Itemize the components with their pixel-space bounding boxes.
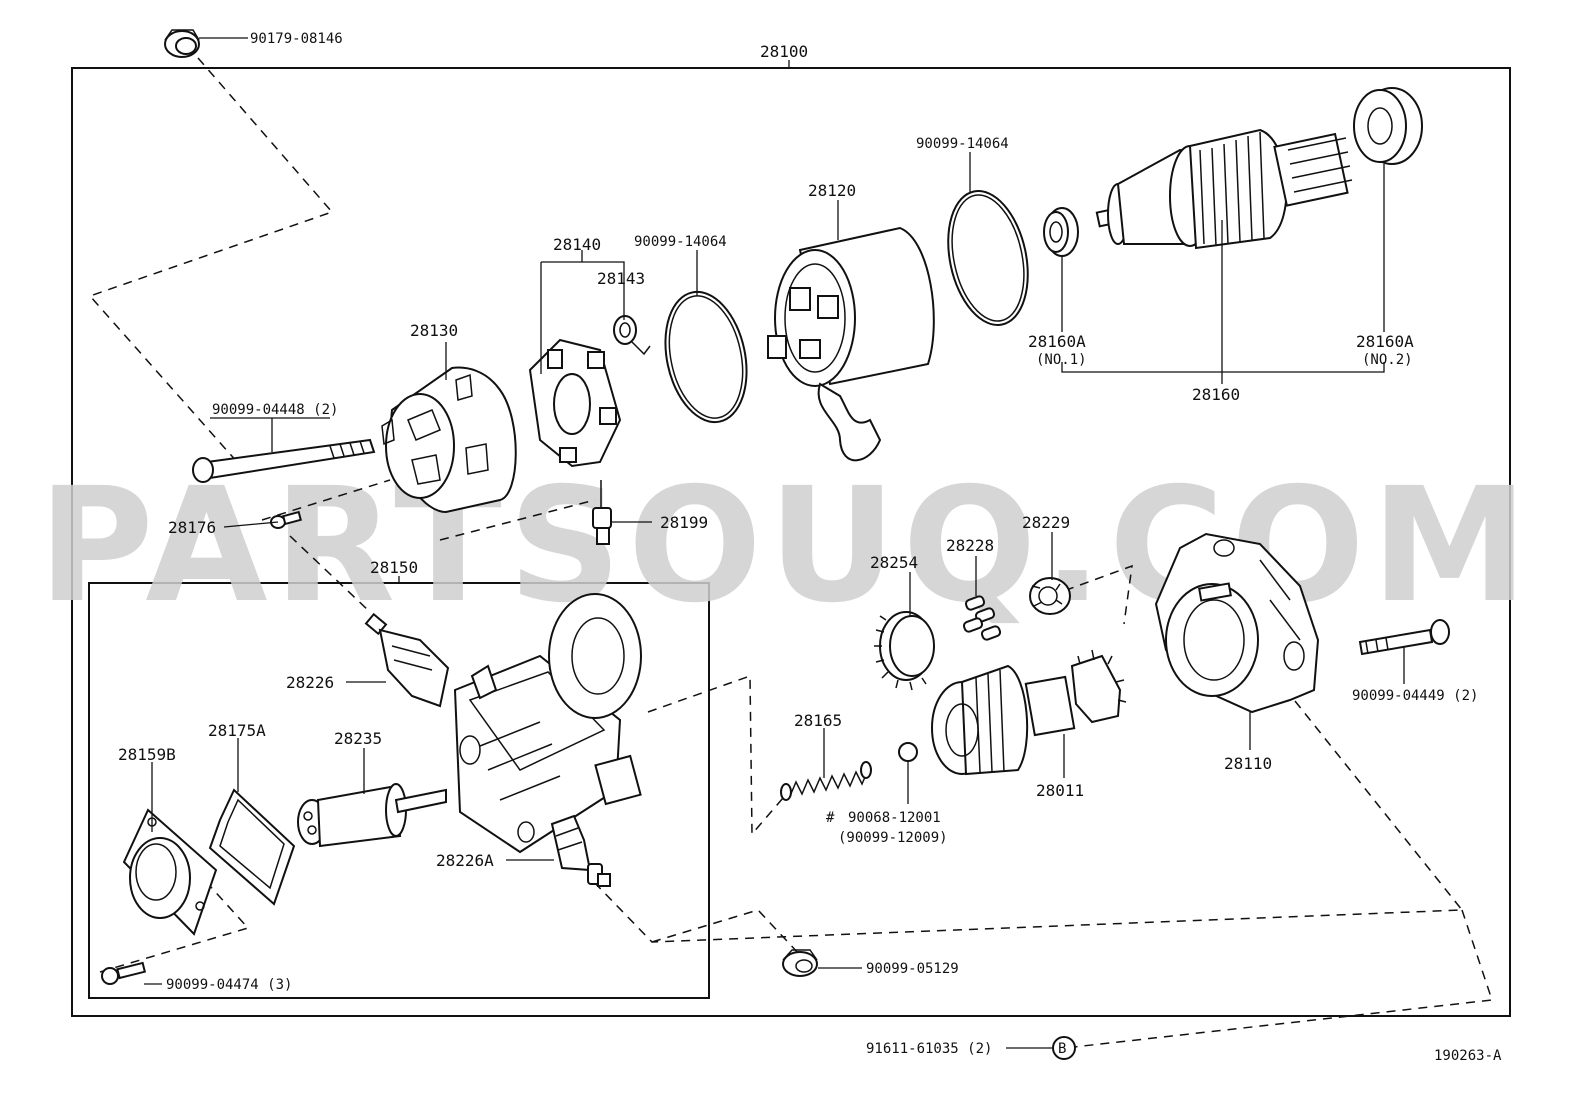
label-28226: 28226 <box>286 673 334 692</box>
label-28160: 28160 <box>1192 385 1240 404</box>
label-subassembly-28150: 28150 <box>370 558 418 577</box>
screw-90099-04474-icon <box>101 961 147 985</box>
marker-b-circle <box>1052 1036 1076 1060</box>
label-28175A: 28175A <box>208 721 266 740</box>
label-28165: 28165 <box>794 711 842 730</box>
assembly-frame <box>71 67 1511 1017</box>
nut-90099-05129-icon <box>782 949 818 977</box>
cover-28159B-icon <box>122 808 218 936</box>
label-28159B: 28159B <box>118 745 176 764</box>
label-28160A-no2: 28160A <box>1356 332 1414 351</box>
brush-holder-28140-icon <box>528 338 622 468</box>
label-28143: 28143 <box>597 269 645 288</box>
drive-housing-28110-icon <box>1154 532 1320 714</box>
label-28229: 28229 <box>1022 513 1070 532</box>
idler-gear-28254-icon <box>874 611 935 691</box>
bearing-no2-icon <box>1353 87 1423 165</box>
bearing-no1-icon <box>1043 207 1079 257</box>
magnetic-switch-28150-icon <box>453 593 642 854</box>
label-28110: 28110 <box>1224 754 1272 773</box>
label-28235: 28235 <box>334 729 382 748</box>
illustration-code: 190263-A <box>1434 1048 1502 1064</box>
label-28199: 28199 <box>660 513 708 532</box>
label-28228: 28228 <box>946 536 994 555</box>
gasket-28175A-icon <box>208 788 296 906</box>
armature-28160-icon <box>1095 128 1353 250</box>
terminal-28226-icon <box>364 612 450 708</box>
steel-ball-icon <box>898 742 918 762</box>
label-90099-05129: 90099-05129 <box>866 961 959 977</box>
label-90099-04449: 90099-04449 (2) <box>1352 688 1478 704</box>
terminal-28226A-icon <box>550 814 611 887</box>
o-ring-b-icon <box>947 190 1029 326</box>
label-28176: 28176 <box>168 518 216 537</box>
label-90099-14064-b: 90099-14064 <box>916 136 1009 152</box>
label-28160A-no1-sub: (NO.1) <box>1036 352 1087 368</box>
through-bolt-icon <box>192 438 376 483</box>
label-91611-61035: 91611-61035 (2) <box>866 1041 992 1057</box>
label-28254: 28254 <box>870 553 918 572</box>
bolt-90099-04449-icon <box>1358 619 1450 656</box>
yoke-28120-icon <box>767 226 935 462</box>
label-90099-04448: 90099-04448 (2) <box>212 402 338 418</box>
starter-clutch-28011-icon <box>931 649 1127 776</box>
lead-clip-28199-icon <box>592 480 612 545</box>
label-28130: 28130 <box>410 321 458 340</box>
label-90099-04474: 90099-04474 (3) <box>166 977 292 993</box>
leader-lines <box>144 37 1405 1049</box>
label-28140: 28140 <box>553 235 601 254</box>
label-assembly-28100: 28100 <box>760 42 808 61</box>
label-28226A: 28226A <box>436 851 494 870</box>
plunger-28235-icon <box>297 783 447 848</box>
label-90099-12009: (90099-12009) <box>838 830 948 846</box>
dashed-guide-lines <box>88 57 1494 1049</box>
watermark: PARTSOUQ.COM <box>38 454 1534 638</box>
label-90099-14064-a: 90099-14064 <box>634 234 727 250</box>
label-28160A-no1: 28160A <box>1028 332 1086 351</box>
o-ring-a-icon <box>664 290 748 424</box>
spring-28165-icon <box>780 761 872 801</box>
spring-28143-icon <box>613 315 651 356</box>
label-28160A-no2-sub: (NO.2) <box>1362 352 1413 368</box>
retainer-28229-icon <box>1029 577 1071 615</box>
rollers-28228-icon <box>962 595 1002 641</box>
nut-90179-08146-icon <box>164 29 200 58</box>
label-28120: 28120 <box>808 181 856 200</box>
label-90068-12001: 90068-12001 <box>848 810 941 826</box>
note-symbol: # <box>826 810 835 826</box>
label-28011: 28011 <box>1036 781 1084 800</box>
end-frame-28130-icon <box>381 366 517 514</box>
marker-b-letter: B <box>1058 1041 1066 1057</box>
label-90179-08146: 90179-08146 <box>250 31 343 47</box>
